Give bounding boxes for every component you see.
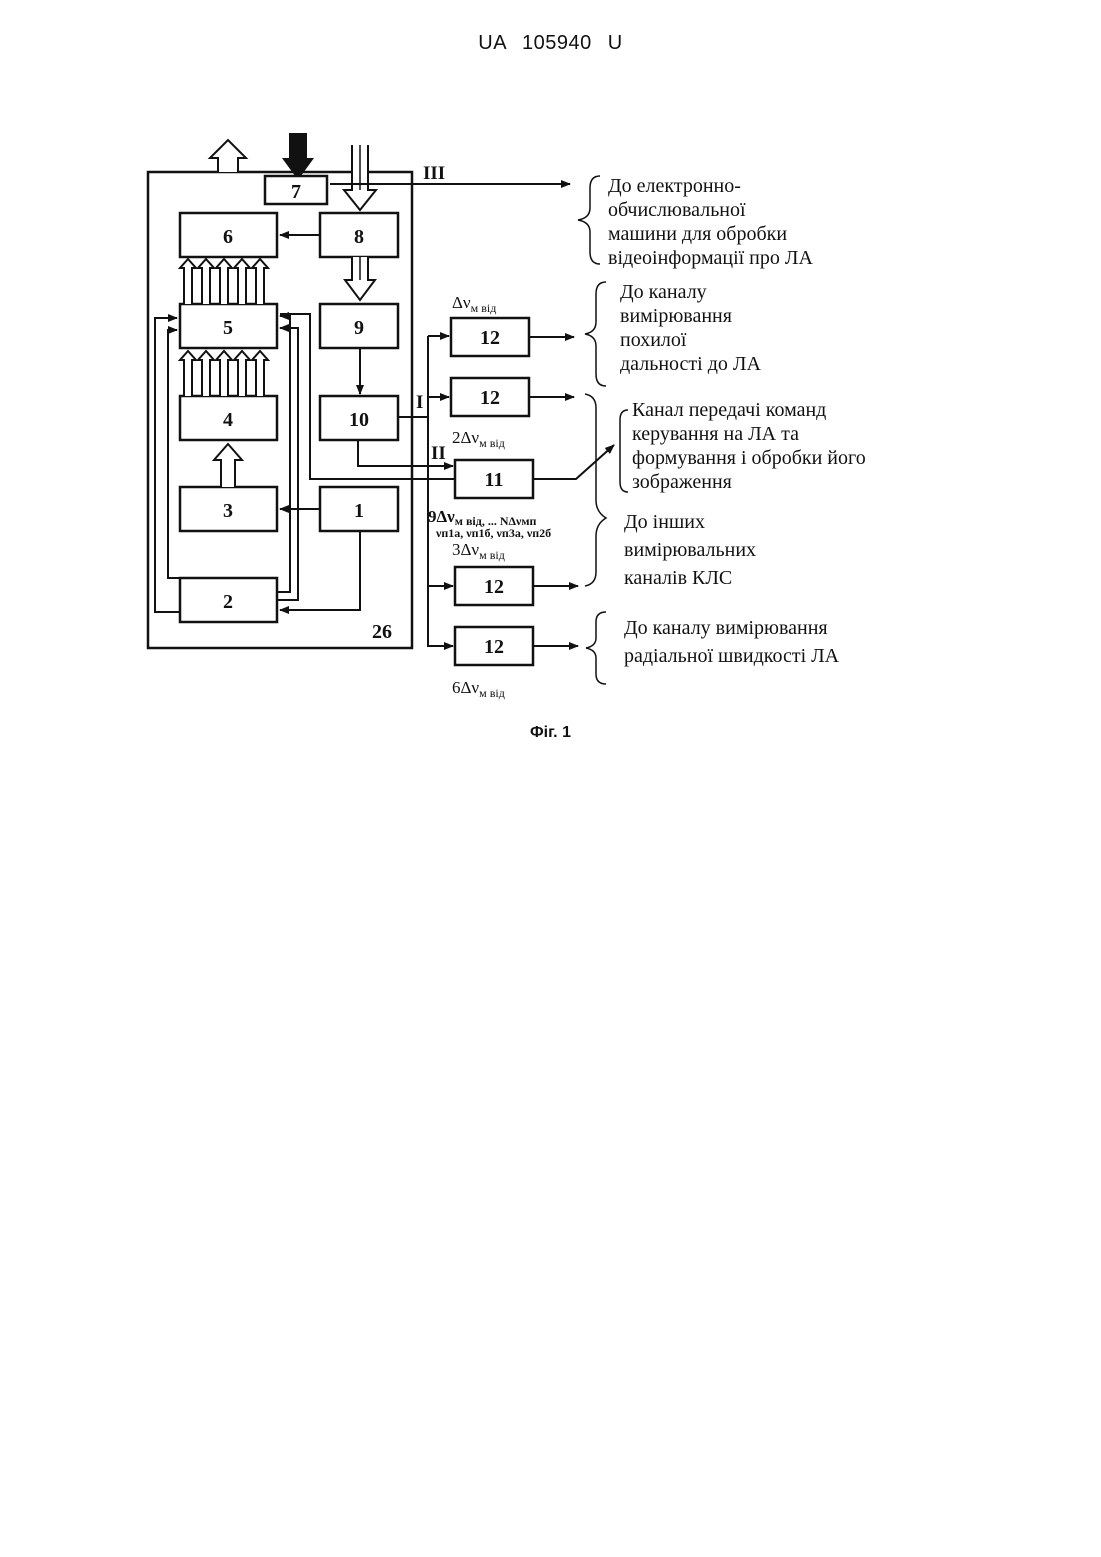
roman-III: III: [423, 163, 445, 184]
svg-text:відеоінформації про ЛА: відеоінформації про ЛА: [608, 247, 813, 269]
svg-text:До каналу: До каналу: [620, 281, 707, 303]
block-1-label: 1: [354, 500, 364, 522]
freq-label-v: νп1а, νп1б, νп3а, νп2б: [435, 526, 551, 540]
block-8-label: 8: [354, 226, 364, 248]
freq-label-6: 6Δνм від: [452, 678, 505, 700]
svg-text:До електронно-: До електронно-: [608, 175, 741, 197]
out-11: [533, 445, 614, 479]
freq-label-3: 3Δνм від: [452, 540, 505, 562]
svg-text:Канал передачі команд: Канал передачі команд: [632, 399, 826, 421]
brace-ecm: [578, 176, 600, 264]
brace-command: [620, 410, 628, 492]
svg-text:машини для обробки: машини для обробки: [608, 223, 787, 245]
svg-text:радіальної швидкості ЛА: радіальної швидкості ЛА: [624, 645, 840, 667]
block-12-range-label: 12: [480, 327, 500, 349]
roman-I: I: [416, 392, 423, 413]
note-speed: До каналу вимірювання радіальної швидкос…: [624, 617, 840, 667]
svg-text:вимірювання: вимірювання: [620, 305, 732, 327]
block-10-label: 10: [349, 409, 369, 431]
block-7-label: 7: [291, 181, 301, 203]
block-9-label: 9: [354, 317, 364, 339]
brace-speed: [586, 612, 606, 684]
svg-text:вимірювальних: вимірювальних: [624, 539, 756, 561]
brace-other: [585, 394, 606, 586]
output-bus-arrow: [210, 140, 246, 172]
svg-text:керування на ЛА та: керування на ЛА та: [632, 423, 799, 445]
svg-text:похилої: похилої: [620, 329, 687, 351]
freq-label-1: Δνм від: [452, 293, 496, 315]
note-command: Канал передачі команд керування на ЛА та…: [632, 399, 866, 493]
block-11-label: 11: [485, 469, 504, 491]
freq-label-9: 9Δνм від, ... NΔνмп: [428, 507, 537, 528]
svg-text:обчислювальної: обчислювальної: [608, 199, 746, 221]
block-6-label: 6: [223, 226, 233, 248]
roman-II: II: [431, 443, 446, 464]
svg-text:зображення: зображення: [632, 471, 732, 493]
block-2-label: 2: [223, 591, 233, 613]
freq-label-2: 2Δνм від: [452, 428, 505, 450]
svg-text:До каналу вимірювання: До каналу вимірювання: [624, 617, 828, 639]
block-5-label: 5: [223, 317, 233, 339]
brace-range: [585, 282, 606, 386]
figure-caption: Фіг. 1: [0, 724, 1101, 742]
svg-text:дальності до ЛА: дальності до ЛА: [620, 353, 761, 375]
note-other-channels: До інших вимірювальних каналів КЛС: [624, 511, 756, 589]
note-range: До каналу вимірювання похилої дальності …: [620, 281, 761, 375]
block-4-label: 4: [223, 409, 233, 431]
svg-text:До інших: До інших: [624, 511, 705, 533]
svg-text:каналів КЛС: каналів КЛС: [624, 567, 732, 589]
block-3-label: 3: [223, 500, 233, 522]
enclosure-26-label: 26: [372, 621, 392, 643]
svg-text:формування і обробки його: формування і обробки його: [632, 447, 866, 469]
block-12-speed-label: 12: [484, 636, 504, 658]
block-12-third-label: 12: [484, 576, 504, 598]
note-ecm: До електронно- обчислювальної машини для…: [608, 175, 813, 269]
block-12-second-label: 12: [480, 387, 500, 409]
